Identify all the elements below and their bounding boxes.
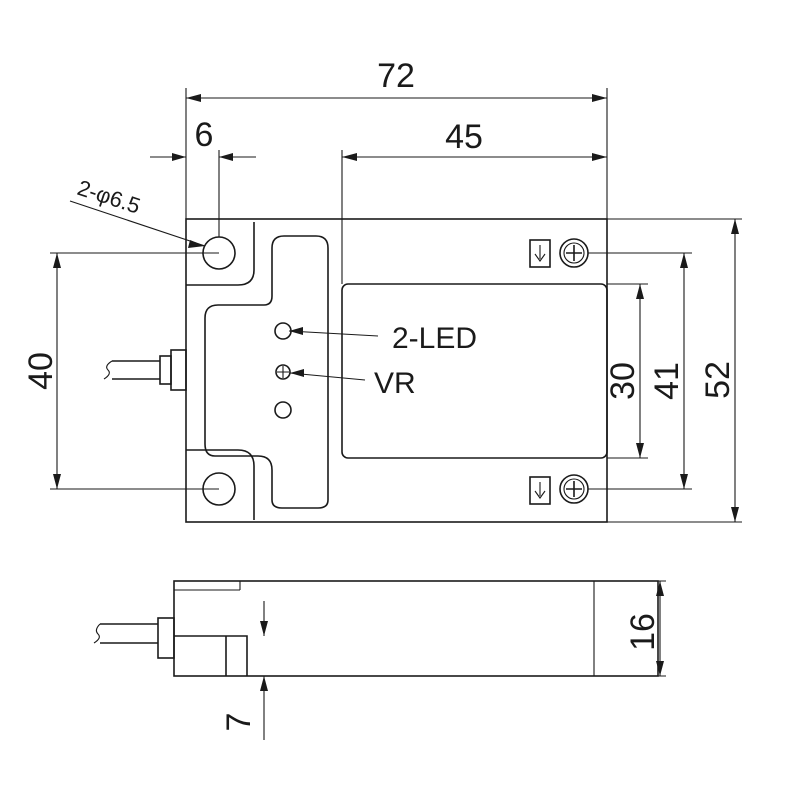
vr-cross (277, 366, 289, 378)
dim-sensing-height: 30 (604, 283, 648, 459)
led-top (274, 322, 292, 340)
dim-hole-offset-label: 6 (195, 116, 214, 154)
screw-bottom (529, 474, 589, 505)
dim-overall-height: 52 (607, 218, 742, 523)
led-callout-label: 2-LED (392, 322, 477, 355)
dim-overall-width-label: 72 (377, 57, 415, 95)
screw-top (529, 238, 589, 268)
side-view: 16 7 (93, 580, 666, 740)
led-bottom (274, 401, 292, 419)
dim-thickness: 16 (624, 580, 666, 677)
dim-flange-height-label: 7 (220, 713, 258, 732)
dim-thickness-label: 16 (624, 613, 662, 651)
dim-mount-spacing: 41 (588, 252, 692, 490)
vr-potentiometer (275, 364, 291, 380)
sensing-face (341, 283, 608, 459)
cable-top-view (103, 349, 187, 391)
dim-overall-width: 72 (185, 57, 608, 219)
dim-mount-spacing-label: 41 (648, 362, 686, 400)
dim-hole-spacing-label: 40 (22, 352, 60, 390)
dim-flange-height: 7 (220, 601, 268, 740)
vr-callout-label: VR (374, 367, 416, 400)
dim-hole-offset: 6 (150, 116, 256, 237)
vr-callout: VR (289, 367, 416, 400)
side-top-step (174, 581, 241, 591)
inner-recess (204, 235, 329, 509)
dim-overall-height-label: 52 (699, 361, 737, 399)
top-view: 72 45 6 2-φ6.5 (22, 57, 742, 523)
led-callout: 2-LED (288, 322, 477, 355)
dim-sensing-height-label: 30 (604, 362, 642, 400)
dim-hole-spacing: 40 (22, 252, 219, 490)
flange-contour (186, 222, 255, 520)
cable-side-view (93, 617, 175, 659)
holes-callout: 2-φ6.5 (69, 175, 206, 248)
dim-sensing-width-label: 45 (445, 118, 483, 156)
dim-sensing-width: 45 (341, 118, 607, 284)
side-flange (174, 635, 248, 676)
holes-callout-label: 2-φ6.5 (74, 175, 143, 219)
